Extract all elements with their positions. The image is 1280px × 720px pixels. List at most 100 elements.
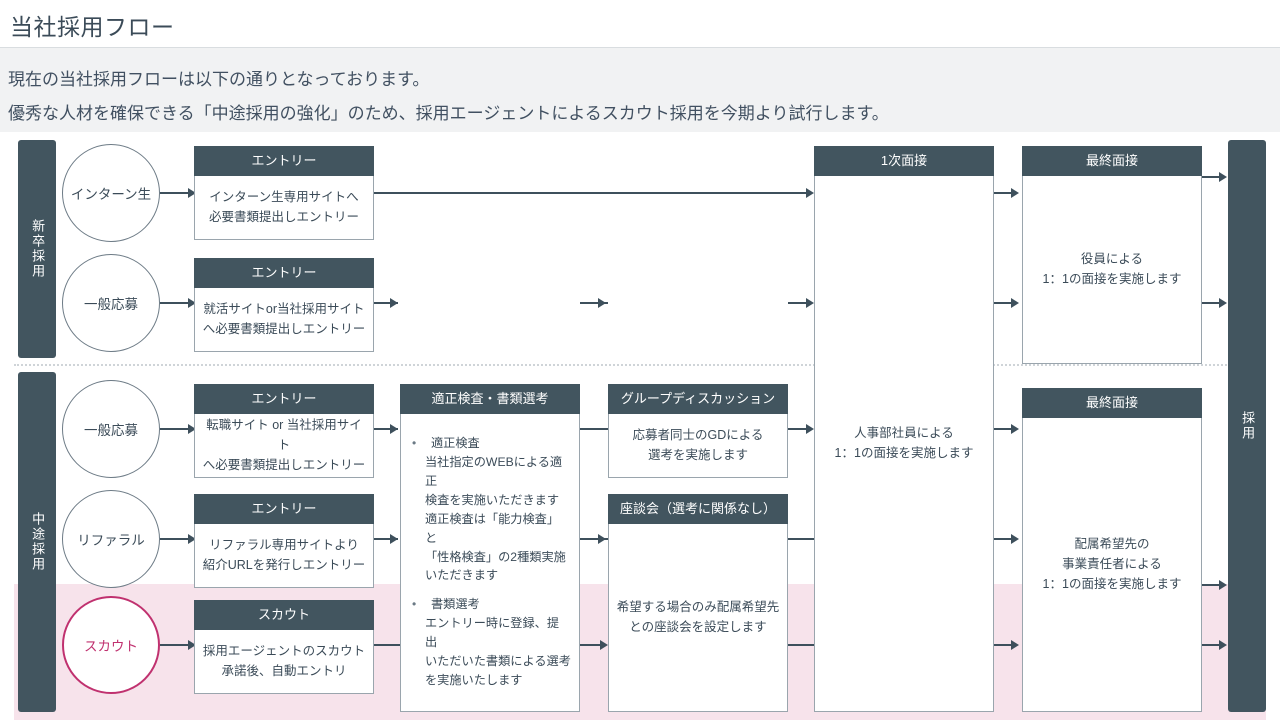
entry-box-referral-line-2: 紹介URLを発行しエントリー bbox=[202, 558, 366, 572]
screening-bullet-aptitude-line-5: いただきます bbox=[425, 568, 499, 583]
arrowhead-scout-entry-to-roundtable bbox=[600, 640, 608, 650]
entry-box-intern: エントリー インターン生専用サイトへ 必要書類提出しエントリー bbox=[194, 146, 374, 240]
group-discussion-box-body: 応募者同士のGDによる 選考を実施します bbox=[609, 414, 787, 476]
entry-box-intern-body: インターン生専用サイトへ 必要書類提出しエントリー bbox=[195, 176, 373, 238]
connector-group-discussion-to-first-interview bbox=[788, 302, 811, 304]
entry-box-scout-line-2: 承諾後、自動エントリ bbox=[221, 664, 347, 678]
final-interview-new-line-1: 役員による bbox=[1080, 252, 1144, 266]
arrowhead-first-to-final-new-2 bbox=[1011, 298, 1019, 308]
screening-bullet-documents-line-3: を実施いたします bbox=[425, 672, 523, 687]
connector-final-new-to-hired-1 bbox=[1202, 176, 1224, 178]
entry-box-scout-body: 採用エージェントのスカウト 承諾後、自動エントリ bbox=[195, 630, 373, 692]
arrowhead-referral-entry-to-screening bbox=[390, 534, 398, 544]
final-interview-mid-box-body: 配属希望先の 事業責任者による 1：1の面接を実施します bbox=[1023, 418, 1201, 710]
screening-bullet-documents-line-1: エントリー時に登録、提出 bbox=[425, 616, 560, 650]
screening-bullet-aptitude: 適正検査 当社指定のWEBによる適正 検査を実施いただきます 適正検査は「能力検… bbox=[412, 434, 571, 585]
arrowhead-roundtable-scout-to-final-interview-mid bbox=[1011, 640, 1019, 650]
entry-box-intern-head: エントリー bbox=[194, 146, 374, 176]
connector-first-to-final-new-2 bbox=[994, 302, 1017, 304]
first-interview-line-1: 人事部社員による bbox=[854, 426, 954, 440]
connector-screening-to-group-discussion bbox=[580, 302, 608, 304]
source-circle-general-mid-label: 一般応募 bbox=[84, 423, 138, 438]
final-interview-new-box: 最終面接 役員による 1：1の面接を実施します bbox=[1022, 146, 1202, 364]
description-line-1: 現在の当社採用フローは以下の通りとなっております。 bbox=[8, 70, 430, 89]
description-line-2: 優秀な人材を確保できる「中途採用の強化」のため、採用エージェントによるスカウト採… bbox=[8, 104, 889, 123]
screening-bullet-documents-title: 書類選考 bbox=[431, 597, 480, 612]
arrowhead-final-mid-to-hired-2 bbox=[1219, 640, 1227, 650]
screening-bullet-aptitude-line-2: 検査を実施いただきます bbox=[425, 492, 560, 507]
connector-general-mid-entry-to-screening bbox=[374, 428, 398, 430]
connector-final-mid-to-hired-1 bbox=[1202, 584, 1224, 586]
source-circle-general-new-label: 一般応募 bbox=[84, 297, 138, 312]
roundtable-box: 座談会（選考に関係なし） 希望する場合のみ配属希望先 との座談会を設定します bbox=[608, 494, 788, 712]
sidebar-new-graduate-label: 新卒採用 bbox=[30, 219, 46, 279]
roundtable-line-2: との座談会を設定します bbox=[629, 620, 767, 634]
arrowhead-first-to-final-mid bbox=[1011, 424, 1019, 434]
source-circle-intern: インターン生 bbox=[62, 144, 160, 242]
group-discussion-box-head: グループディスカッション bbox=[608, 384, 788, 414]
entry-box-referral-head: エントリー bbox=[194, 494, 374, 524]
source-circle-general-mid: 一般応募 bbox=[62, 380, 160, 478]
final-interview-mid-line-3: 1：1の面接を実施します bbox=[1042, 577, 1182, 591]
connector-intern-to-entry bbox=[160, 192, 190, 194]
page-title: 当社採用フロー bbox=[10, 14, 175, 40]
source-circle-scout-label: スカウト bbox=[84, 639, 138, 654]
connector-first-to-final-new-1 bbox=[994, 192, 1017, 194]
connector-final-new-to-hired-2 bbox=[1202, 302, 1224, 304]
screening-bullet-documents-line-2: いただいた書類による選考 bbox=[425, 654, 571, 669]
entry-box-referral-body: リファラル専用サイトより 紹介URLを発行しエントリー bbox=[195, 524, 373, 586]
entry-box-referral: エントリー リファラル専用サイトより 紹介URLを発行しエントリー bbox=[194, 494, 374, 588]
source-circle-intern-label: インターン生 bbox=[70, 187, 152, 202]
final-interview-mid-box-head: 最終面接 bbox=[1022, 388, 1202, 418]
screening-bullet-aptitude-title: 適正検査 bbox=[431, 436, 480, 451]
entry-box-general-new-body: 就活サイトor当社採用サイト へ必要書類提出しエントリー bbox=[195, 288, 373, 350]
group-discussion-line-1: 応募者同士のGDによる bbox=[632, 428, 764, 442]
description-band: 現在の当社採用フローは以下の通りとなっております。 優秀な人材を確保できる「中途… bbox=[0, 48, 1280, 132]
sidebar-hired: 採用 bbox=[1228, 140, 1266, 712]
arrowhead-intern-to-entry bbox=[188, 188, 196, 198]
roundtable-box-head: 座談会（選考に関係なし） bbox=[608, 494, 788, 524]
source-circle-general-new: 一般応募 bbox=[62, 254, 160, 352]
source-circle-referral: リファラル bbox=[62, 490, 160, 588]
final-interview-mid-line-2: 事業責任者による bbox=[1062, 557, 1162, 571]
first-interview-box: 1次面接 人事部社員による 1：1の面接を実施します bbox=[814, 146, 994, 712]
roundtable-line-1: 希望する場合のみ配属希望先 bbox=[616, 600, 780, 614]
final-interview-mid-box: 最終面接 配属希望先の 事業責任者による 1：1の面接を実施します bbox=[1022, 388, 1202, 712]
connector-scout-to-entry bbox=[160, 644, 190, 646]
sidebar-mid-career: 中途採用 bbox=[18, 372, 56, 712]
connector-first-to-final-mid bbox=[994, 428, 1017, 430]
connector-final-mid-to-hired-2 bbox=[1202, 644, 1224, 646]
connector-general-new-entry-to-screening bbox=[374, 302, 398, 304]
arrowhead-general-new-entry-to-screening bbox=[390, 298, 398, 308]
connector-intern-entry-to-first-interview bbox=[374, 192, 811, 194]
first-interview-box-head: 1次面接 bbox=[814, 146, 994, 176]
arrowhead-screening-to-group-discussion bbox=[598, 298, 606, 308]
arrowhead-general-mid-to-entry bbox=[188, 424, 196, 434]
arrowhead-intern-entry-to-first-interview bbox=[806, 188, 814, 198]
arrowhead-screening-to-roundtable bbox=[598, 534, 606, 544]
entry-box-general-mid: エントリー 転職サイト or 当社採用サイト へ必要書類提出しエントリー bbox=[194, 384, 374, 478]
connector-general-new-to-entry bbox=[160, 302, 190, 304]
final-interview-new-line-2: 1：1の面接を実施します bbox=[1042, 272, 1182, 286]
recruitment-flow-diagram: 新卒採用 中途採用 採用 インターン生 一般応募 一般応募 リファラル スカウト… bbox=[0, 132, 1280, 720]
section-divider bbox=[14, 364, 1266, 366]
screening-box-body: 適正検査 当社指定のWEBによる適正 検査を実施いただきます 適正検査は「能力検… bbox=[401, 414, 579, 710]
entry-box-scout: スカウト 採用エージェントのスカウト 承諾後、自動エントリ bbox=[194, 600, 374, 694]
entry-box-intern-line-2: 必要書類提出しエントリー bbox=[208, 210, 359, 224]
screening-box-head: 適正検査・書類選考 bbox=[400, 384, 580, 414]
entry-box-general-mid-head: エントリー bbox=[194, 384, 374, 414]
final-interview-mid-line-1: 配属希望先の bbox=[1074, 537, 1150, 551]
connector-referral-entry-to-screening bbox=[374, 538, 398, 540]
arrowhead-general-new-to-entry bbox=[188, 298, 196, 308]
title-divider bbox=[0, 47, 1280, 48]
final-interview-new-box-head: 最終面接 bbox=[1022, 146, 1202, 176]
entry-box-general-mid-line-2: へ必要書類提出しエントリー bbox=[202, 458, 366, 472]
first-interview-box-body: 人事部社員による 1：1の面接を実施します bbox=[815, 176, 993, 710]
entry-box-general-new-head: エントリー bbox=[194, 258, 374, 288]
connector-screening-to-roundtable bbox=[580, 538, 608, 540]
screening-bullet-aptitude-line-4: 「性格検査」の2種類実施 bbox=[425, 549, 566, 564]
entry-box-referral-line-1: リファラル専用サイトより bbox=[209, 538, 359, 552]
arrowhead-scout-to-entry bbox=[188, 640, 196, 650]
arrowhead-final-mid-to-hired-1 bbox=[1219, 580, 1227, 590]
screening-box: 適正検査・書類選考 適正検査 当社指定のWEBによる適正 検査を実施いただきます… bbox=[400, 384, 580, 712]
